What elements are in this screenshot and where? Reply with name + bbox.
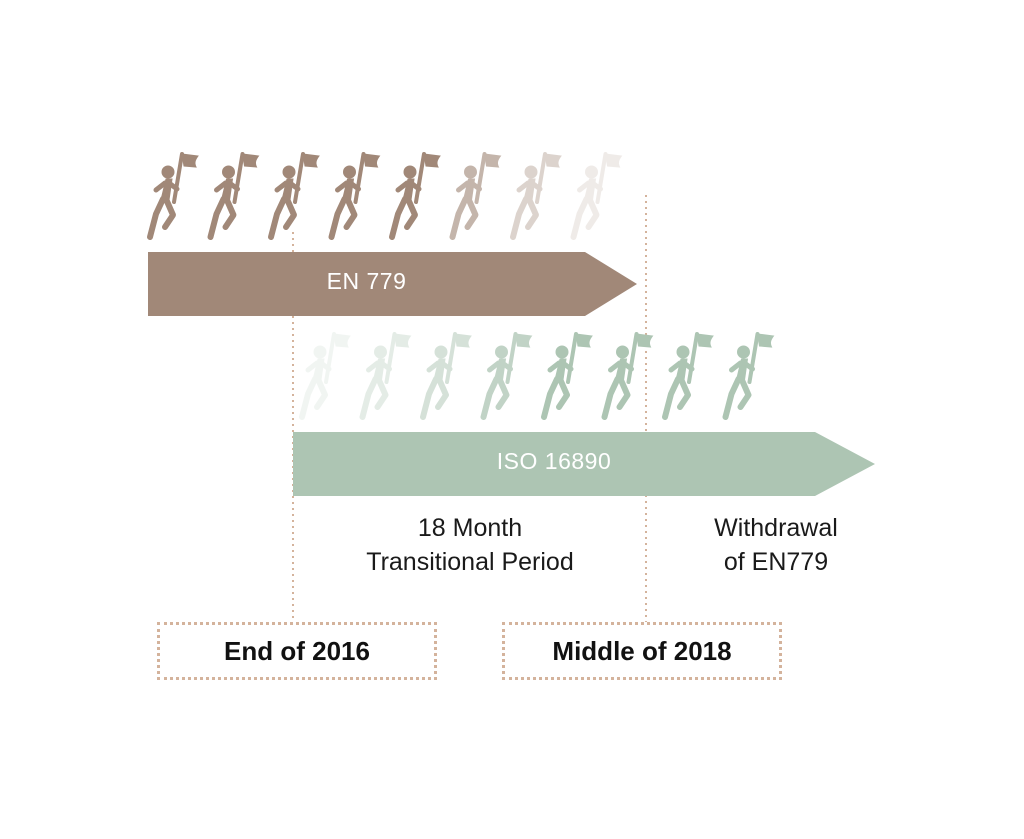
iso16890-runner-7-runner-with-flag-icon (665, 334, 713, 417)
transition-caption-line1: 18 Month (417, 514, 523, 542)
en779-runner-6-runner-with-flag-icon (453, 154, 501, 237)
withdrawal-caption: Withdrawal of EN779 (666, 511, 886, 579)
en779-runner-8-runner-with-flag-icon (574, 154, 622, 237)
iso16890-runner-2-runner-with-flag-icon (363, 334, 411, 417)
iso16890-runner-5-runner-with-flag-icon (544, 334, 592, 417)
date-box-start: End of 2016 (157, 622, 437, 680)
withdrawal-caption-line2: of EN779 (723, 548, 829, 576)
iso16890-runner-3-runner-with-flag-icon (423, 334, 471, 417)
en779-arrow-label: EN 779 (326, 268, 407, 294)
iso16890-runner-4-runner-with-flag-icon (484, 334, 532, 417)
iso16890-arrow (293, 432, 875, 496)
en779-runner-2-runner-with-flag-icon (211, 154, 259, 237)
iso16890-arrow-label: ISO 16890 (496, 448, 612, 474)
en779-runner-1-runner-with-flag-icon (150, 154, 198, 237)
iso16890-runner-1-runner-with-flag-icon (302, 334, 350, 417)
transition-caption-line2: Transitional Period (366, 548, 574, 576)
en779-runner-4-runner-with-flag-icon (332, 154, 380, 237)
iso16890-runner-8-runner-with-flag-icon (726, 334, 774, 417)
withdrawal-caption-line1: Withdrawal (714, 514, 838, 542)
en779-runner-5-runner-with-flag-icon (392, 154, 440, 237)
en779-runner-7-runner-with-flag-icon (513, 154, 561, 237)
transition-period-caption: 18 Month Transitional Period (320, 511, 620, 579)
en779-runner-row (150, 154, 622, 237)
en779-arrow (148, 252, 637, 316)
iso16890-runner-row (302, 334, 774, 417)
date-box-end: Middle of 2018 (502, 622, 782, 680)
en779-runner-3-runner-with-flag-icon (271, 154, 319, 237)
